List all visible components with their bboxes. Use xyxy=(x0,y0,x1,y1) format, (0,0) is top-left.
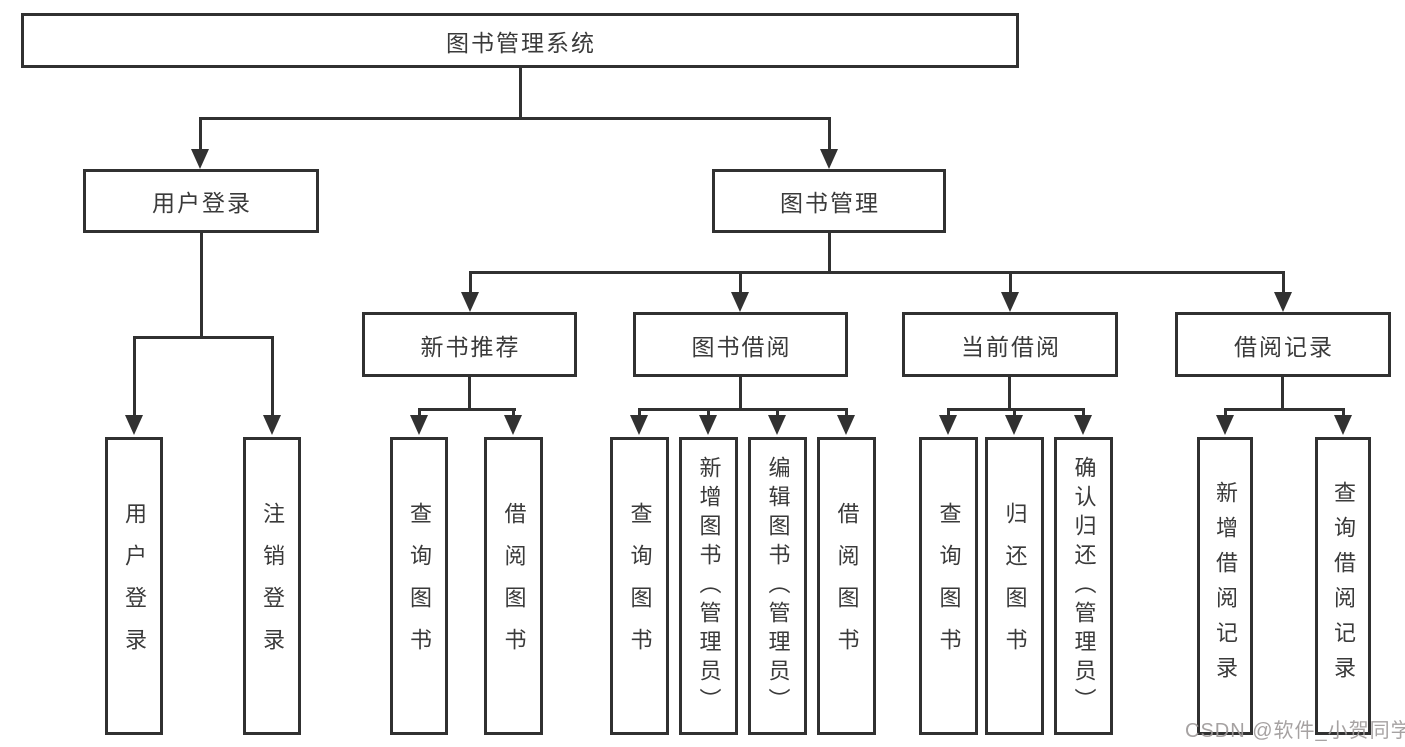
leaf-add-book-admin: 新增图书（管理员） xyxy=(679,437,738,735)
connector-drop-leaf xyxy=(271,336,274,416)
node-new-book-recommend: 新书推荐 xyxy=(362,312,577,377)
arrow-down-icon xyxy=(410,415,428,435)
leaf-label: 查询借阅记录 xyxy=(1331,481,1356,691)
connector-userlogin-stub xyxy=(200,233,203,339)
connector-bookmgmt-rail xyxy=(469,271,1285,274)
arrow-down-icon xyxy=(820,149,838,169)
leaf-borrow-books: 借阅图书 xyxy=(817,437,876,735)
node-library-management-system: 图书管理系统 xyxy=(21,13,1019,68)
arrow-down-icon xyxy=(768,415,786,435)
arrow-down-icon xyxy=(263,415,281,435)
arrow-down-icon xyxy=(630,415,648,435)
leaf-label: 新增图书（管理员） xyxy=(696,455,722,717)
connector-root-stub xyxy=(519,68,522,117)
connector-bookmgmt-stub xyxy=(828,233,831,274)
node-label: 新书推荐 xyxy=(420,333,521,360)
leaf-query-books: 查询图书 xyxy=(919,437,978,735)
connector-drop-book-management xyxy=(828,117,831,151)
arrow-down-icon xyxy=(504,415,522,435)
leaf-label: 借阅图书 xyxy=(501,502,527,670)
connector-drop-user-login xyxy=(199,117,202,151)
leaf-query-borrow-record: 查询借阅记录 xyxy=(1315,437,1371,735)
connector-stub xyxy=(1008,377,1011,411)
arrow-down-icon xyxy=(1334,415,1352,435)
connector-drop-leaf xyxy=(707,408,710,417)
leaf-label: 借阅图书 xyxy=(834,502,860,670)
leaf-label: 确认归还（管理员） xyxy=(1071,455,1097,717)
connector-drop-leaf xyxy=(418,408,421,417)
leaf-label: 归还图书 xyxy=(1002,502,1028,670)
connector-drop-leaf xyxy=(1013,408,1016,417)
connector-drop-l3 xyxy=(1282,271,1285,292)
connector-drop-l3 xyxy=(1009,271,1012,292)
connector-drop-l3 xyxy=(739,271,742,292)
csdn-watermark: CSDN @软件_小贺同学 xyxy=(1185,720,1405,742)
connector-drop-leaf xyxy=(638,408,641,417)
node-current-borrowing: 当前借阅 xyxy=(902,312,1118,377)
connector-stub xyxy=(1281,377,1284,411)
arrow-down-icon xyxy=(1001,292,1019,312)
leaf-label: 新增借阅记录 xyxy=(1213,481,1238,691)
leaf-label: 用户登录 xyxy=(122,502,147,670)
leaf-user-login: 用户登录 xyxy=(105,437,163,735)
node-label: 当前借阅 xyxy=(961,333,1061,360)
node-label: 图书借阅 xyxy=(691,333,792,360)
node-label: 借阅记录 xyxy=(1234,333,1334,360)
connector-drop-leaf xyxy=(133,336,136,416)
arrow-down-icon xyxy=(1274,292,1292,312)
node-label: 图书管理系统 xyxy=(446,29,596,56)
arrow-down-icon xyxy=(699,415,717,435)
arrow-down-icon xyxy=(1216,415,1234,435)
connector-rail xyxy=(1224,408,1345,411)
leaf-edit-book-admin: 编辑图书（管理员） xyxy=(748,437,807,735)
arrow-down-icon xyxy=(939,415,957,435)
node-book-management: 图书管理 xyxy=(712,169,946,233)
leaf-label: 注销登录 xyxy=(260,502,285,670)
node-label: 用户登录 xyxy=(152,190,252,216)
connector-drop-leaf xyxy=(1342,408,1345,417)
connector-rail xyxy=(638,408,848,411)
arrow-down-icon xyxy=(1005,415,1023,435)
leaf-query-books: 查询图书 xyxy=(610,437,669,735)
leaf-borrow-books: 借阅图书 xyxy=(484,437,543,735)
leaf-label: 编辑图书（管理员） xyxy=(765,455,791,717)
leaf-return-book: 归还图书 xyxy=(985,437,1044,735)
leaf-label: 查询图书 xyxy=(627,502,653,670)
connector-drop-l3 xyxy=(469,271,472,292)
node-borrowing-records: 借阅记录 xyxy=(1175,312,1391,377)
leaf-logout: 注销登录 xyxy=(243,437,301,735)
connector-root-rail xyxy=(199,117,831,120)
connector-drop-leaf xyxy=(1224,408,1227,417)
connector-drop-leaf xyxy=(512,408,515,417)
arrow-down-icon xyxy=(191,149,209,169)
node-book-borrowing: 图书借阅 xyxy=(633,312,848,377)
node-user-login: 用户登录 xyxy=(83,169,319,233)
connector-drop-leaf xyxy=(845,408,848,417)
connector-userlogin-rail xyxy=(133,336,274,339)
arrow-down-icon xyxy=(125,415,143,435)
arrow-down-icon xyxy=(837,415,855,435)
leaf-add-borrow-record: 新增借阅记录 xyxy=(1197,437,1253,735)
arrow-down-icon xyxy=(461,292,479,312)
connector-drop-leaf xyxy=(776,408,779,417)
arrow-down-icon xyxy=(1074,415,1092,435)
connector-rail xyxy=(947,408,1085,411)
connector-stub xyxy=(468,377,471,411)
arrow-down-icon xyxy=(731,292,749,312)
leaf-label: 查询图书 xyxy=(407,502,432,670)
node-label: 图书管理 xyxy=(780,190,880,216)
connector-stub xyxy=(739,377,742,411)
leaf-query-books: 查询图书 xyxy=(390,437,448,735)
connector-drop-leaf xyxy=(1082,408,1085,417)
connector-drop-leaf xyxy=(947,408,950,417)
connector-rail xyxy=(418,408,516,411)
leaf-label: 查询图书 xyxy=(936,502,962,670)
leaf-confirm-return-admin: 确认归还（管理员） xyxy=(1054,437,1113,735)
